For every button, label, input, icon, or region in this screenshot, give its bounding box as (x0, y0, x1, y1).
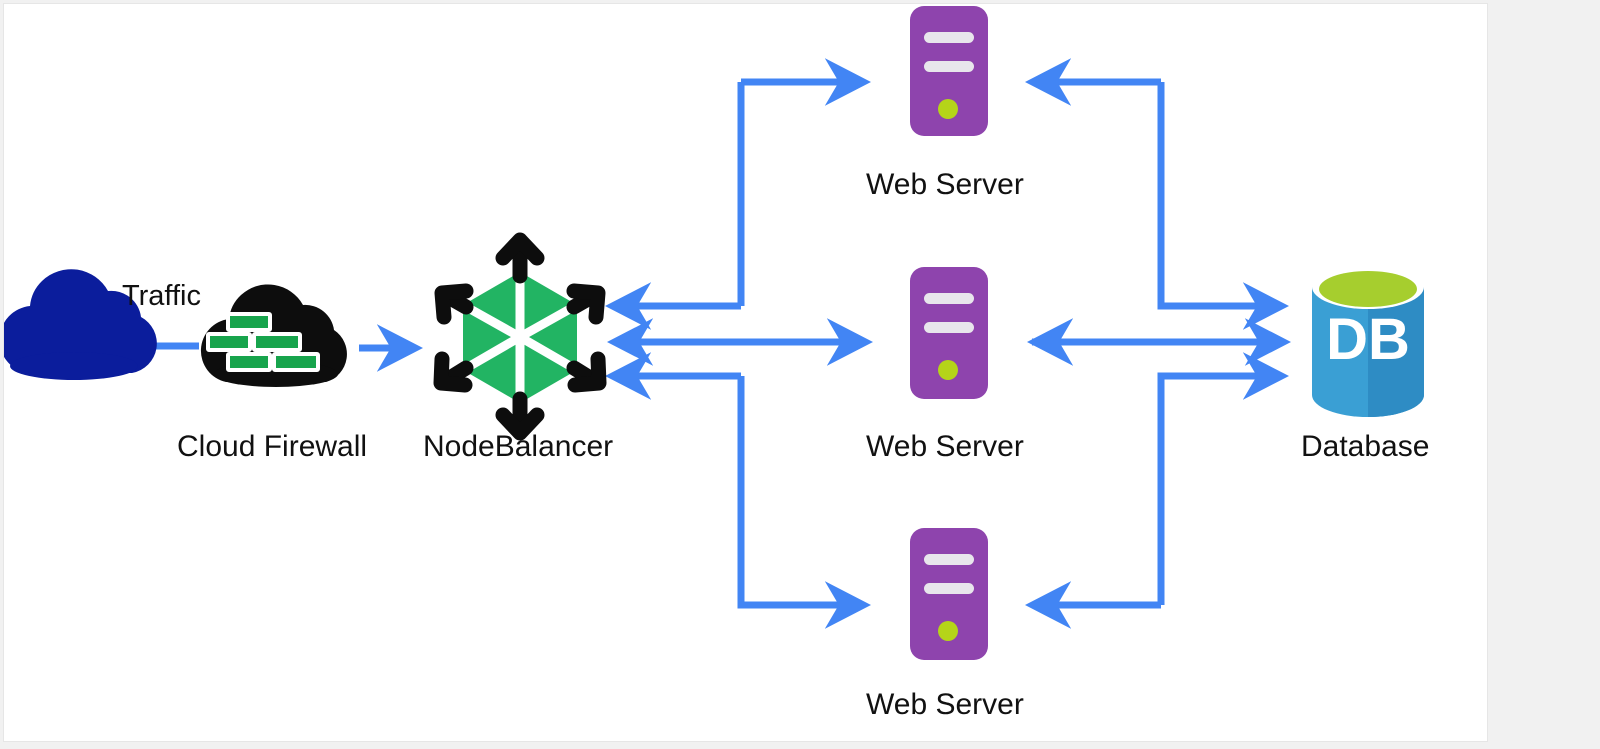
edge-webserver-3-to-database (1157, 352, 1290, 605)
database-label: Database (1301, 430, 1430, 463)
web-server-2-label: Web Server (866, 430, 1024, 463)
edge-nodebalancer-to-webserver-3 (737, 376, 872, 629)
database-icon: DB (1312, 265, 1424, 417)
server-icon-3 (910, 528, 988, 660)
web-server-3-label: Web Server (866, 688, 1024, 721)
cloud-firewall-icon (200, 284, 347, 387)
edge-webserver-1-to-database (1157, 82, 1290, 330)
edge-nodebalancer-to-webserver-1 (737, 58, 872, 306)
traffic-label: Traffic (122, 280, 201, 312)
server-icon-1 (910, 6, 988, 136)
firewall-bricks (206, 312, 320, 372)
nodebalancer-icon (433, 232, 607, 441)
nodebalancer-label: NodeBalancer (423, 430, 614, 463)
cloud-firewall-label: Cloud Firewall (177, 430, 368, 463)
db-badge-text: DB (1326, 307, 1410, 372)
server-icon-2 (910, 267, 988, 399)
web-server-1-label: Web Server (866, 168, 1024, 201)
diagram-canvas: DB Traffic Cloud Firewall NodeBalancer W… (3, 3, 1488, 742)
cloud-icon (4, 269, 157, 380)
diagram-svg: DB (4, 6, 1424, 660)
